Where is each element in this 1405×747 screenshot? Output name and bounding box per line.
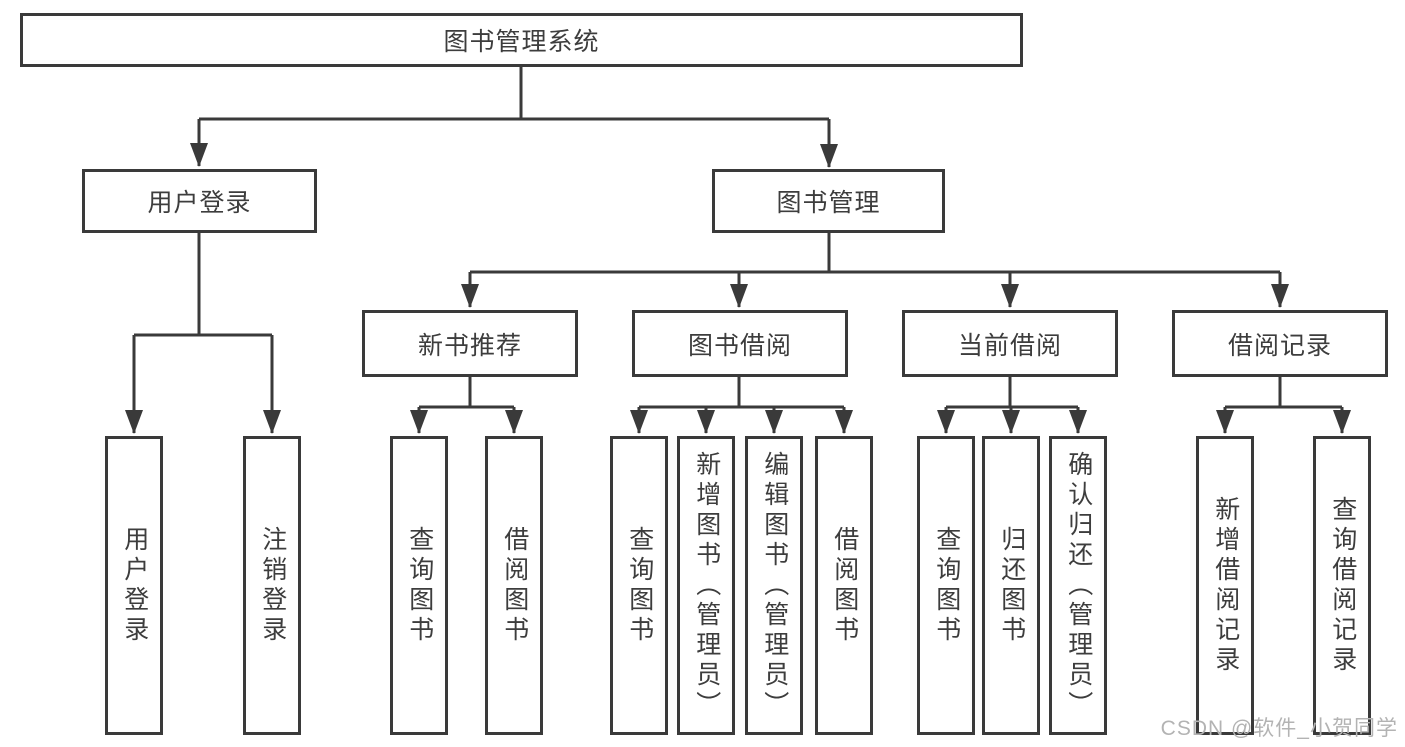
node-label: 图书管理 xyxy=(776,189,881,217)
node-label: 归还图书 xyxy=(997,525,1026,646)
node-label: 编辑图书（管理员） xyxy=(760,450,789,721)
node-label: 当前借阅 xyxy=(957,331,1062,360)
leaf-edit-book-admin: 编辑图书（管理员） xyxy=(745,436,803,735)
leaf-add-borrow-record: 新增借阅记录 xyxy=(1196,436,1254,735)
leaf-user-login: 用户登录 xyxy=(105,436,163,735)
node-label: 查询图书 xyxy=(405,525,434,646)
connector-trunks xyxy=(134,67,1342,409)
node-label: 借阅图书 xyxy=(830,525,859,646)
leaf-query-books-1: 查询图书 xyxy=(390,436,448,735)
node-label: 确认归还（管理员） xyxy=(1064,450,1093,721)
node-label: 用户登录 xyxy=(120,525,149,646)
node-new-book-recommend: 新书推荐 xyxy=(362,310,578,377)
node-current-borrow: 当前借阅 xyxy=(902,310,1118,377)
leaf-borrow-books-1: 借阅图书 xyxy=(485,436,543,735)
leaf-return-book: 归还图书 xyxy=(982,436,1040,735)
node-label: 图书管理系统 xyxy=(443,28,600,56)
node-library-management-system: 图书管理系统 xyxy=(20,13,1023,67)
node-label: 注销登录 xyxy=(258,525,287,646)
node-label: 新增借阅记录 xyxy=(1211,495,1240,676)
node-label: 查询借阅记录 xyxy=(1328,495,1357,676)
node-label: 查询图书 xyxy=(932,525,961,646)
node-label: 借阅记录 xyxy=(1227,331,1332,360)
node-borrow-records: 借阅记录 xyxy=(1172,310,1388,377)
node-book-borrow: 图书借阅 xyxy=(632,310,848,377)
node-label: 新增图书（管理员） xyxy=(692,450,721,721)
node-label: 查询图书 xyxy=(625,525,654,646)
node-label: 用户登录 xyxy=(147,189,252,217)
leaf-query-books-3: 查询图书 xyxy=(917,436,975,735)
leaf-query-borrow-record: 查询借阅记录 xyxy=(1313,436,1371,735)
node-label: 新书推荐 xyxy=(417,331,522,360)
leaf-logout: 注销登录 xyxy=(243,436,301,735)
node-label: 图书借阅 xyxy=(687,331,792,360)
node-label: 借阅图书 xyxy=(500,525,529,646)
leaf-add-book-admin: 新增图书（管理员） xyxy=(677,436,735,735)
leaf-query-books-2: 查询图书 xyxy=(610,436,668,735)
leaf-confirm-return-admin: 确认归还（管理员） xyxy=(1049,436,1107,735)
node-book-management: 图书管理 xyxy=(712,169,945,233)
csdn-watermark: CSDN @软件_小贺同学 xyxy=(1160,717,1398,740)
leaf-borrow-books-2: 借阅图书 xyxy=(815,436,873,735)
node-user-login: 用户登录 xyxy=(82,169,317,233)
